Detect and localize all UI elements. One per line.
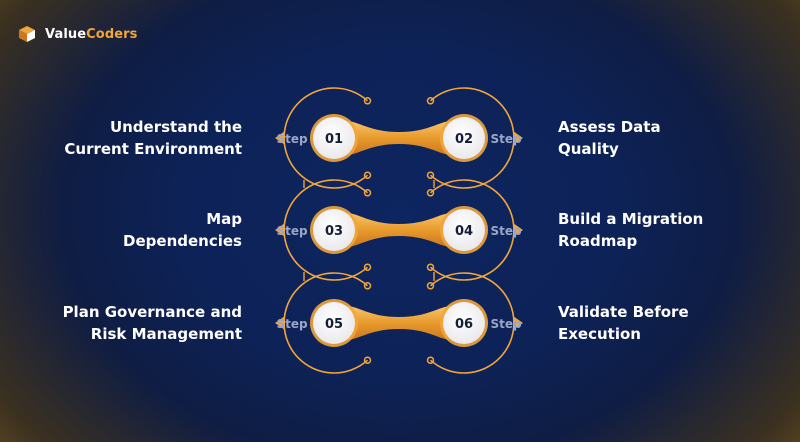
connector-band	[346, 306, 452, 340]
logo-text-value: Value	[45, 26, 87, 42]
step-number: 04	[455, 224, 473, 239]
pointer-arrow-icon	[513, 131, 523, 145]
step-number: 05	[325, 317, 343, 332]
connector-band	[346, 213, 452, 247]
arc-end-dot	[363, 171, 372, 179]
step-label-line: Roadmap	[558, 232, 638, 250]
step-label-line: Execution	[558, 325, 641, 343]
step-label-line: Current Environment	[64, 140, 242, 158]
connector-band	[346, 121, 452, 155]
step-arcs	[275, 87, 523, 374]
step-prefix-label: Step	[490, 224, 522, 238]
step-circle	[313, 117, 355, 159]
step-prefix-label: Step	[276, 317, 308, 331]
step-circle	[313, 209, 355, 251]
connector-bands	[346, 121, 452, 340]
step-number: 03	[325, 224, 343, 239]
arc-end-dot	[426, 282, 435, 290]
arc-end-dot	[363, 97, 372, 105]
step-prefix-label: Step	[276, 132, 308, 146]
step-label-line: Understand the	[109, 118, 242, 136]
step-circle	[443, 117, 485, 159]
step-label-line: Validate Before	[558, 303, 689, 321]
step-circle	[443, 209, 485, 251]
arc-end-dot	[363, 263, 372, 271]
arc-end-dot	[426, 356, 435, 364]
step-label-line: Assess Data	[558, 118, 661, 136]
arc-end-dot	[426, 263, 435, 271]
logo-text-coders: Coders	[86, 26, 138, 42]
logo: ValueCoders	[16, 25, 138, 43]
step-label-line: Build a Migration	[558, 210, 704, 228]
step-prefix-label: Step	[490, 317, 522, 331]
arc-end-dot	[426, 189, 435, 197]
step-number: 01	[325, 132, 343, 147]
arc-end-dot	[363, 189, 372, 197]
step-prefix-label: Step	[490, 132, 522, 146]
step-label-line: Risk Management	[90, 325, 242, 343]
pointer-arrow-icon	[275, 131, 285, 145]
logo-text: ValueCoders	[45, 27, 138, 42]
pointer-arrow-icon	[275, 223, 285, 237]
arc-end-dot	[426, 171, 435, 179]
step-number: 02	[455, 132, 473, 147]
arc-end-dot	[363, 356, 372, 364]
pointer-arrow-icon	[513, 316, 523, 330]
step-label-line: Map	[206, 210, 242, 228]
step-circle	[443, 302, 485, 344]
step-number: 06	[455, 317, 473, 332]
arc-end-dot	[426, 97, 435, 105]
pointer-arrow-icon	[275, 316, 285, 330]
valuecoders-logo-icon	[19, 26, 35, 42]
step-label-line: Plan Governance and	[62, 303, 242, 321]
step-prefix-label: Step	[276, 224, 308, 238]
arc-end-dot	[363, 282, 372, 290]
step-label-line: Quality	[558, 140, 619, 158]
step-label-line: Dependencies	[123, 232, 242, 250]
pointer-arrow-icon	[513, 223, 523, 237]
step-circle	[313, 302, 355, 344]
